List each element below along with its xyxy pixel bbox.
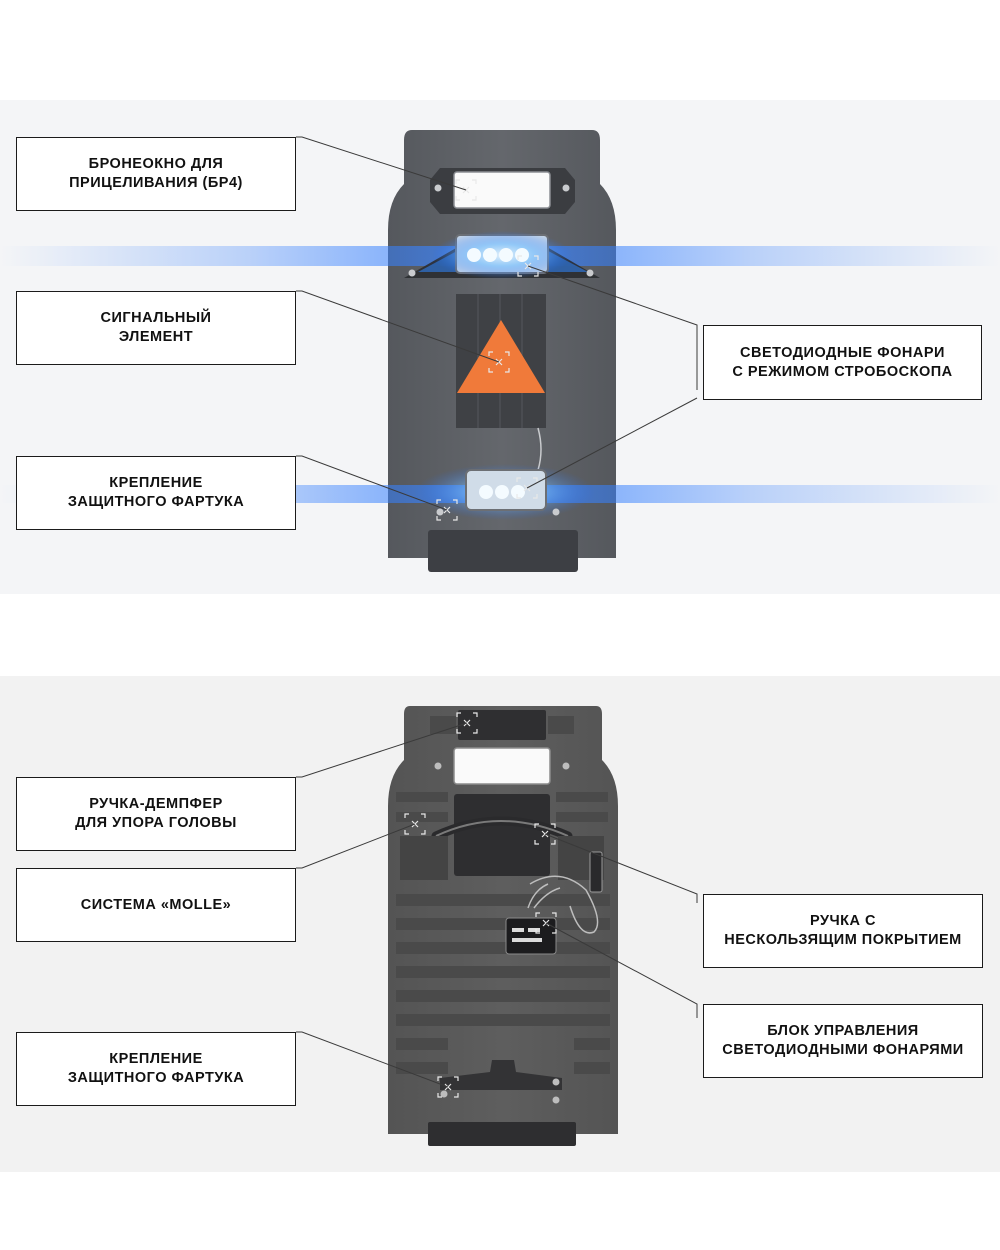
callout-nonslip-handle: РУЧКА С НЕСКОЛЬЗЯЩИМ ПОКРЫТИЕМ xyxy=(703,894,983,968)
damper-pad xyxy=(454,794,550,876)
callout-damper-handle-text: РУЧКА-ДЕМПФЕР ДЛЯ УПОРА ГОЛОВЫ xyxy=(75,796,237,831)
callout-signal-element-text: СИГНАЛЬНЫЙ ЭЛЕМЕНТ xyxy=(100,310,212,345)
armor-window-back xyxy=(453,747,551,785)
callout-led-lights: СВЕТОДИОДНЫЕ ФОНАРИ С РЕЖИМОМ СТРОБОСКОП… xyxy=(703,325,982,400)
callout-armor-window: БРОНЕОКНО ДЛЯ ПРИЦЕЛИВАНИЯ (Бр4) xyxy=(16,137,296,211)
shield-bottom-block-back xyxy=(428,1122,576,1146)
callout-molle-text: СИСТЕМА «MOLLE» xyxy=(80,896,232,913)
apron-bracket xyxy=(440,1060,562,1090)
signal-triangle xyxy=(457,320,545,393)
callout-apron-mount-front: КРЕПЛЕНИЕ ЗАЩИТНОГО ФАРТУКА xyxy=(16,456,296,530)
callout-led-lights-text: СВЕТОДИОДНЫЕ ФОНАРИ С РЕЖИМОМ СТРОБОСКОП… xyxy=(732,344,953,380)
armor-window-glass xyxy=(453,171,551,209)
shield-bottom-block xyxy=(428,530,578,572)
callout-apron-mount-front-text: КРЕПЛЕНИЕ ЗАЩИТНОГО ФАРТУКА xyxy=(67,475,245,510)
callout-armor-window-text: БРОНЕОКНО ДЛЯ ПРИЦЕЛИВАНИЯ (Бр4) xyxy=(69,156,243,191)
callout-signal-element: СИГНАЛЬНЫЙ ЭЛЕМЕНТ xyxy=(16,291,296,365)
callout-led-control: БЛОК УПРАВЛЕНИЯ СВЕТОДИОДНЫМИ ФОНАРЯМИ xyxy=(703,1004,983,1078)
callout-molle: СИСТЕМА «MOLLE» xyxy=(16,868,296,942)
callout-apron-mount-back-text: КРЕПЛЕНИЕ ЗАЩИТНОГО ФАРТУКА xyxy=(67,1051,245,1086)
callout-damper-handle: РУЧКА-ДЕМПФЕР ДЛЯ УПОРА ГОЛОВЫ xyxy=(16,777,296,851)
callout-nonslip-handle-text: РУЧКА С НЕСКОЛЬЗЯЩИМ ПОКРЫТИЕМ xyxy=(724,913,962,948)
callout-apron-mount-back: КРЕПЛЕНИЕ ЗАЩИТНОГО ФАРТУКА xyxy=(16,1032,296,1106)
callout-led-control-text: БЛОК УПРАВЛЕНИЯ СВЕТОДИОДНЫМИ ФОНАРЯМИ xyxy=(722,1023,964,1058)
led-control-unit xyxy=(505,917,557,955)
